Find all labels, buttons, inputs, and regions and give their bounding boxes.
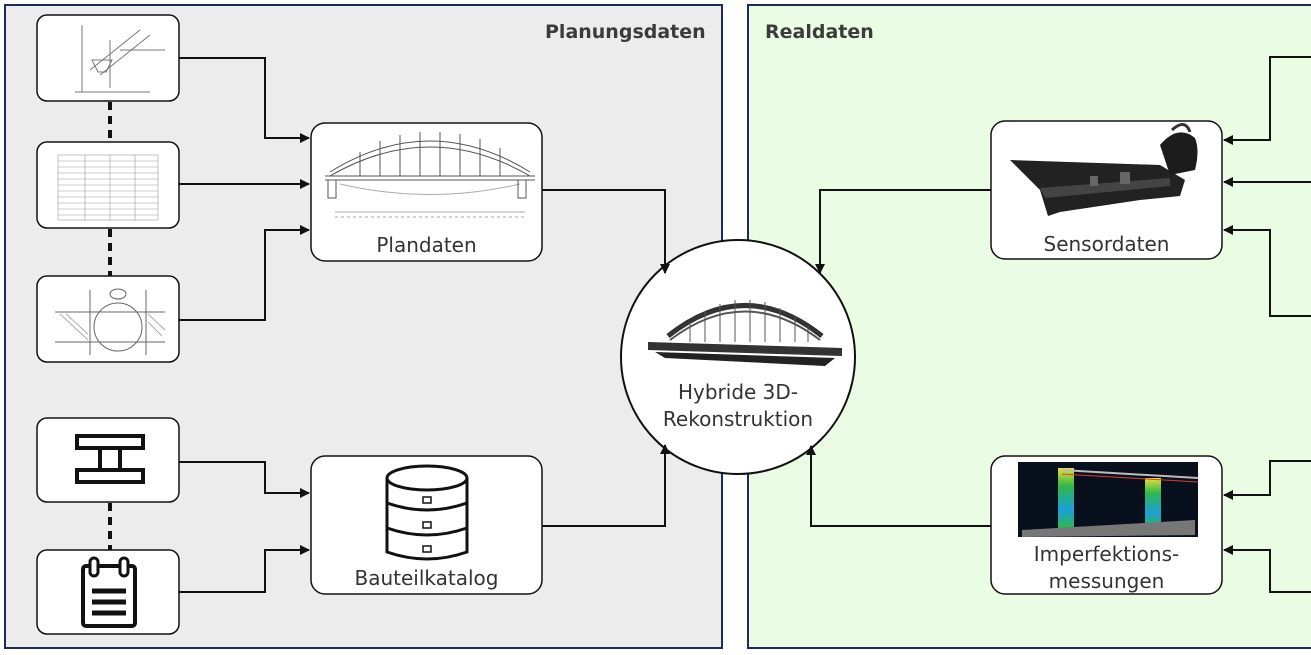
database-icon [385,464,469,561]
bridge-elevation-drawing [325,132,535,218]
imperfektion-label-line2: messungen [1048,569,1165,593]
hybrid-label-line1: Hybride 3D- [677,380,799,404]
planning-arrows [179,57,670,593]
cross-section-drawing-thumbnail [55,288,166,355]
bauteilkatalog-label: Bauteilkatalog [354,566,499,590]
deviation-heatmap-scan [1018,462,1199,537]
detail-drawing-thumbnail [75,25,165,93]
hybrid-reconstruction-node [620,239,856,475]
imperfektion-node [990,455,1223,595]
point-cloud-bridge [1010,123,1198,216]
hybrid-label-line2: Rekonstruktion [662,407,814,431]
sensordaten-node [990,120,1223,260]
real-panel-title: Realdaten [765,21,874,43]
imperfektion-label-line1: Imperfektions- [1033,542,1180,566]
source-cross-section [36,275,180,363]
spec-table-thumbnail [57,154,159,221]
plandaten-label: Plandaten [376,233,477,257]
source-notepad [36,549,180,635]
arch-bridge-3d-model [648,300,842,366]
bauteilkatalog-node [310,455,543,595]
sensordaten-label: Sensordaten [1043,232,1170,256]
planning-panel-title: Planungsdaten [545,21,706,43]
plandaten-node [310,122,543,262]
notepad-icon [81,556,137,628]
i-beam-icon [75,434,145,484]
source-detail-drawing [36,14,180,102]
real-arrows [806,56,1311,593]
source-i-beam [36,417,180,503]
source-spec-table [36,141,180,229]
